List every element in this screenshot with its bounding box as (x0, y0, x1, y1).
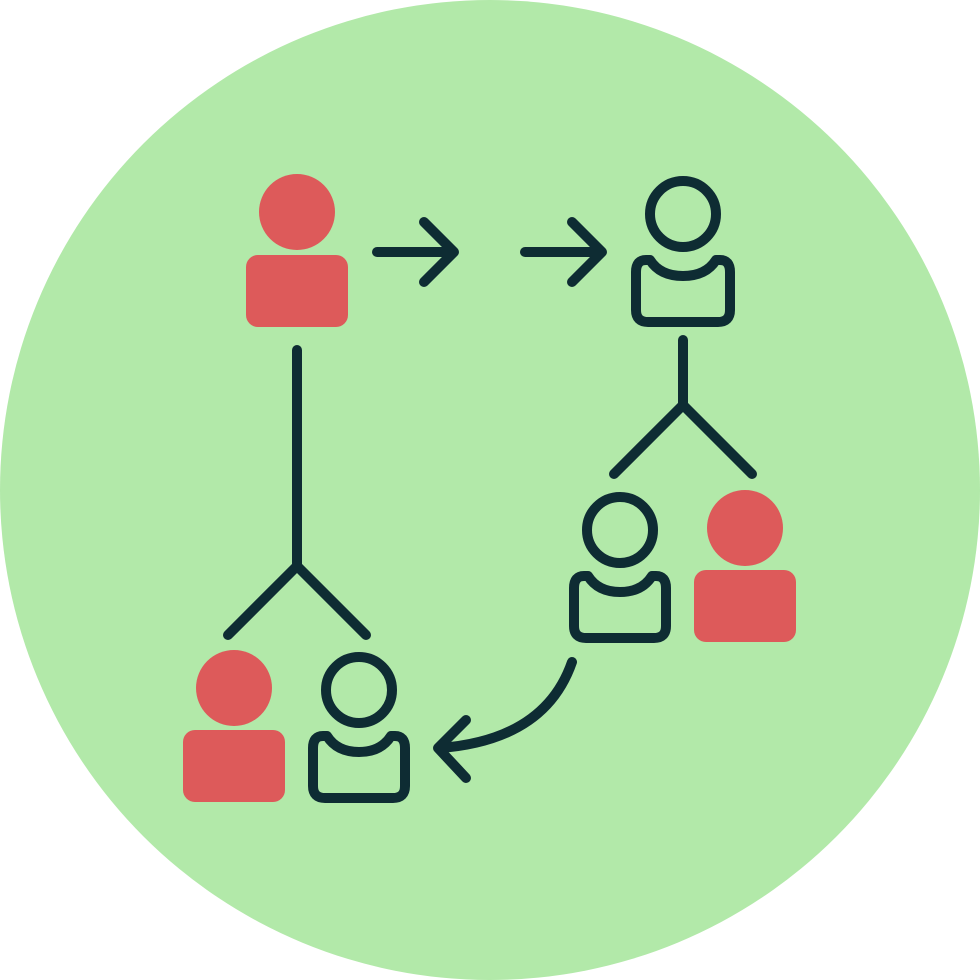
left-child-person-filled-icon (183, 650, 285, 802)
curved-arrow-icon (433, 657, 577, 783)
arrow-right-icon (372, 217, 459, 287)
right-tree-connector (609, 335, 757, 479)
left-tree-connector (223, 345, 371, 640)
arrow-right-icon (520, 217, 607, 287)
left-child-person-outline-icon (308, 652, 410, 803)
referred-person-icon (631, 176, 735, 327)
right-child-person-filled-icon (694, 490, 796, 642)
right-child-person-outline-icon (569, 492, 671, 643)
referrer-person-icon (246, 174, 348, 327)
